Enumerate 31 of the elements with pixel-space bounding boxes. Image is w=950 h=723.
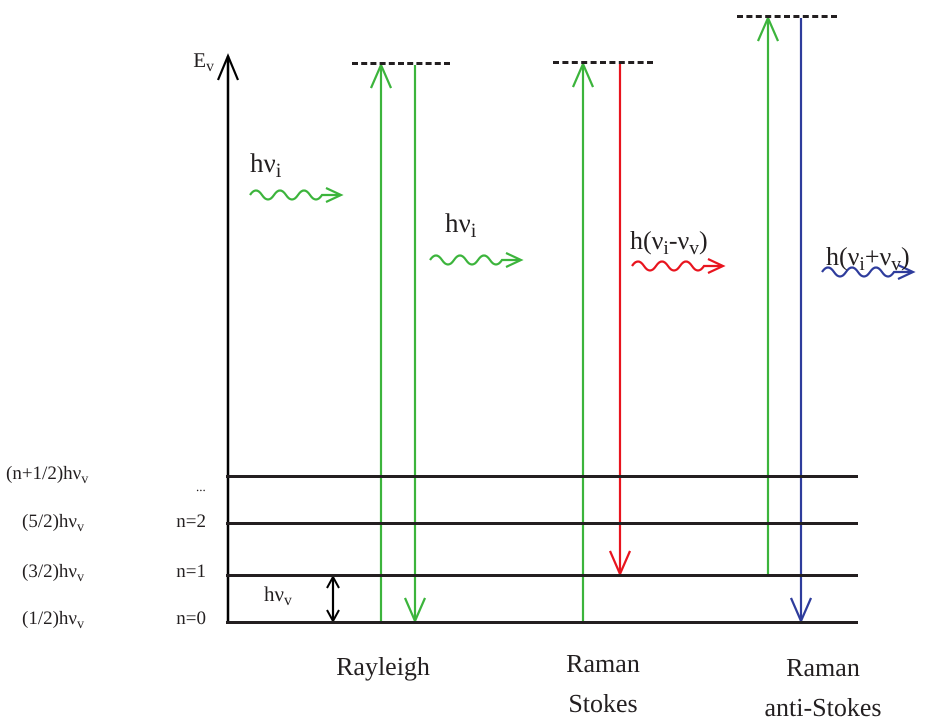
- photon-energy-label: hν$_{i}$: [445, 210, 478, 237]
- energy-level-line: [226, 621, 858, 624]
- virtual-level-line: [553, 61, 653, 64]
- photon-energy-label: hν$_{i}$: [250, 150, 282, 177]
- energy-level-line: [226, 574, 858, 577]
- arrow: [404, 65, 426, 622]
- axis-label: E$_{v}$: [192, 50, 214, 71]
- scattering-label: Raman Stokes: [565, 648, 641, 720]
- quantum-number-label: n=1: [175, 562, 206, 581]
- energy-level-line: [226, 522, 858, 525]
- arrow: [790, 18, 812, 622]
- arrow: [326, 576, 340, 622]
- arrow: [370, 64, 392, 621]
- energy-label: (3/2)hν$_{v}$: [22, 562, 86, 581]
- arrow: [572, 62, 594, 621]
- virtual-level-line: [352, 62, 450, 65]
- energy-level-line: [226, 475, 858, 478]
- virtual-level-line: [737, 15, 837, 18]
- ellipsis-label: ...: [196, 480, 207, 493]
- photon-energy-label: h(ν$_{i}$-ν$_{v}$): [630, 228, 709, 254]
- arrow: [608, 64, 632, 576]
- arrow: [756, 16, 780, 574]
- energy-gap-label: hν$_{v}$: [264, 584, 293, 605]
- energy-label: (n+1/2)hν$_{v}$: [6, 464, 90, 483]
- scattering-label: Rayleigh: [335, 651, 431, 683]
- scattering-label: Raman anti-Stokes: [764, 652, 882, 723]
- energy-label: (5/2)hν$_{v}$: [22, 512, 86, 531]
- quantum-number-label: n=0: [175, 609, 206, 628]
- energy-label: (1/2)hν$_{v}$: [22, 609, 86, 628]
- quantum-number-label: n=2: [175, 512, 206, 531]
- photon-energy-label: h(ν$_{i}$+ν$_{v}$): [826, 244, 911, 270]
